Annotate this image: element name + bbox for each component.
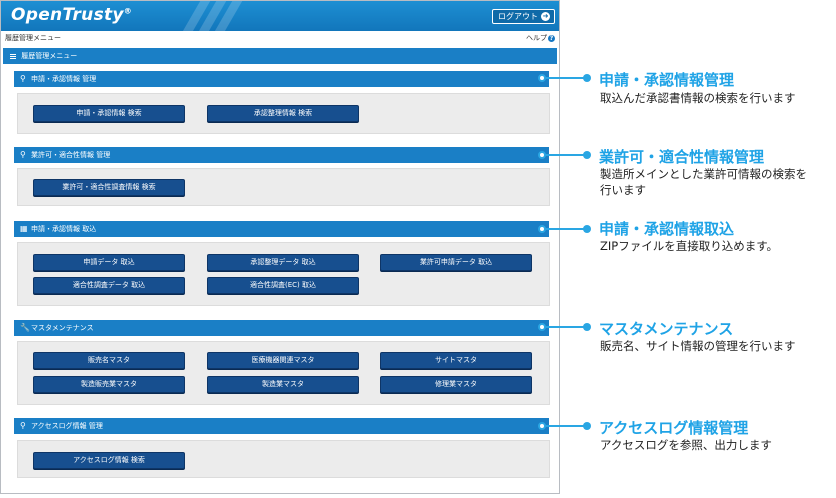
section-header-license: ⚲ 業許可・適合性情報 管理 xyxy=(14,147,549,163)
breadcrumb: 履歴管理メニュー xyxy=(5,34,61,42)
connector-dot xyxy=(583,225,591,233)
help-link[interactable]: ヘルプ ? xyxy=(526,33,555,43)
section-header-application: ⚲ 申請・承認情報 管理 xyxy=(14,71,549,87)
connector-ring xyxy=(538,74,546,82)
app-header: OpenTrusty® ログアウト ➜ xyxy=(1,1,559,31)
application-search-button[interactable]: 申請・承認情報 検索 xyxy=(33,105,185,122)
marketing-master-button[interactable]: 製造販売業マスタ xyxy=(33,376,185,393)
annotation-desc: 取込んだ承認書情報の検索を行います xyxy=(600,91,796,105)
section-panel xyxy=(17,242,550,306)
section-panel xyxy=(17,341,550,405)
wrench-icon: 🔧 xyxy=(20,323,30,332)
section-header-master: 🔧マスタメンテナンス xyxy=(14,320,549,336)
logout-button[interactable]: ログアウト ➜ xyxy=(492,9,555,24)
application-data-import-button[interactable]: 申請データ 取込 xyxy=(33,254,185,271)
annotation-title: 申請・承認情報管理 xyxy=(599,71,735,89)
product-name-master-button[interactable]: 販売名マスタ xyxy=(33,352,185,369)
connector-line xyxy=(546,425,584,427)
license-data-import-button[interactable]: 業許可申請データ 取込 xyxy=(380,254,532,271)
logout-label: ログアウト xyxy=(498,12,538,21)
annotation-title: 申請・承認情報取込 xyxy=(599,220,735,238)
search-icon: ⚲ xyxy=(20,74,26,83)
section-header-import: ▦申請・承認情報 取込 xyxy=(14,221,549,237)
menu-icon xyxy=(10,53,16,60)
conformity-data-import-button[interactable]: 適合性調査データ 取込 xyxy=(33,277,185,294)
connector-ring xyxy=(538,225,546,233)
connector-line xyxy=(546,154,584,156)
search-icon: ⚲ xyxy=(20,150,26,159)
search-icon: ⚲ xyxy=(20,421,26,430)
annotation-title: 業許可・適合性情報管理 xyxy=(599,148,765,166)
connector-line xyxy=(546,77,584,79)
arrow-right-icon: ➜ xyxy=(541,12,550,21)
app-window: OpenTrusty® ログアウト ➜ 履歴管理メニュー ヘルプ ? 履歴管理メ… xyxy=(0,0,560,494)
connector-dot xyxy=(583,323,591,331)
annotation-desc: 製造所メインとした業許可情報の検索を xyxy=(600,167,807,181)
approval-search-button[interactable]: 承認整理情報 検索 xyxy=(207,105,359,122)
menu-title: 履歴管理メニュー xyxy=(21,52,78,60)
app-logo: OpenTrusty® xyxy=(11,5,133,25)
annotation-desc: 行います xyxy=(600,183,646,197)
site-master-button[interactable]: サイトマスタ xyxy=(380,352,532,369)
manufacturer-master-button[interactable]: 製造業マスタ xyxy=(207,376,359,393)
section-header-access-log: ⚲ アクセスログ情報 管理 xyxy=(14,418,549,434)
section-title: アクセスログ情報 管理 xyxy=(31,422,103,430)
connector-ring xyxy=(538,323,546,331)
repair-master-button[interactable]: 修理業マスタ xyxy=(380,376,532,393)
annotation-desc: ZIPファイルを直接取り込めます。 xyxy=(600,239,779,253)
annotation-desc: アクセスログを参照、出力します xyxy=(600,438,772,452)
access-log-search-button[interactable]: アクセスログ情報 検索 xyxy=(33,452,185,469)
connector-ring xyxy=(538,151,546,159)
sub-header: 履歴管理メニュー ヘルプ ? xyxy=(1,31,559,45)
annotation-title: マスタメンテナンス xyxy=(599,320,734,338)
approval-data-import-button[interactable]: 承認整理データ 取込 xyxy=(207,254,359,271)
connector-dot xyxy=(583,151,591,159)
medical-device-master-button[interactable]: 医療機器関連マスタ xyxy=(207,352,359,369)
section-title: 申請・承認情報 取込 xyxy=(31,225,97,233)
connector-line xyxy=(546,326,584,328)
section-title: 申請・承認情報 管理 xyxy=(31,75,97,83)
help-label: ヘルプ xyxy=(526,34,547,42)
connector-dot xyxy=(583,422,591,430)
connector-ring xyxy=(538,422,546,430)
annotation-title: アクセスログ情報管理 xyxy=(599,419,749,437)
section-title: マスタメンテナンス xyxy=(31,324,94,332)
menu-title-bar: 履歴管理メニュー xyxy=(3,48,557,64)
section-title: 業許可・適合性情報 管理 xyxy=(31,151,111,159)
import-icon: ▦ xyxy=(20,224,28,233)
conformity-ec-import-button[interactable]: 適合性調査(EC) 取込 xyxy=(207,277,359,294)
help-icon: ? xyxy=(548,34,555,42)
connector-line xyxy=(546,228,584,230)
annotation-desc: 販売名、サイト情報の管理を行います xyxy=(600,339,796,353)
license-search-button[interactable]: 業許可・適合性調査情報 検索 xyxy=(33,179,185,196)
connector-dot xyxy=(583,74,591,82)
